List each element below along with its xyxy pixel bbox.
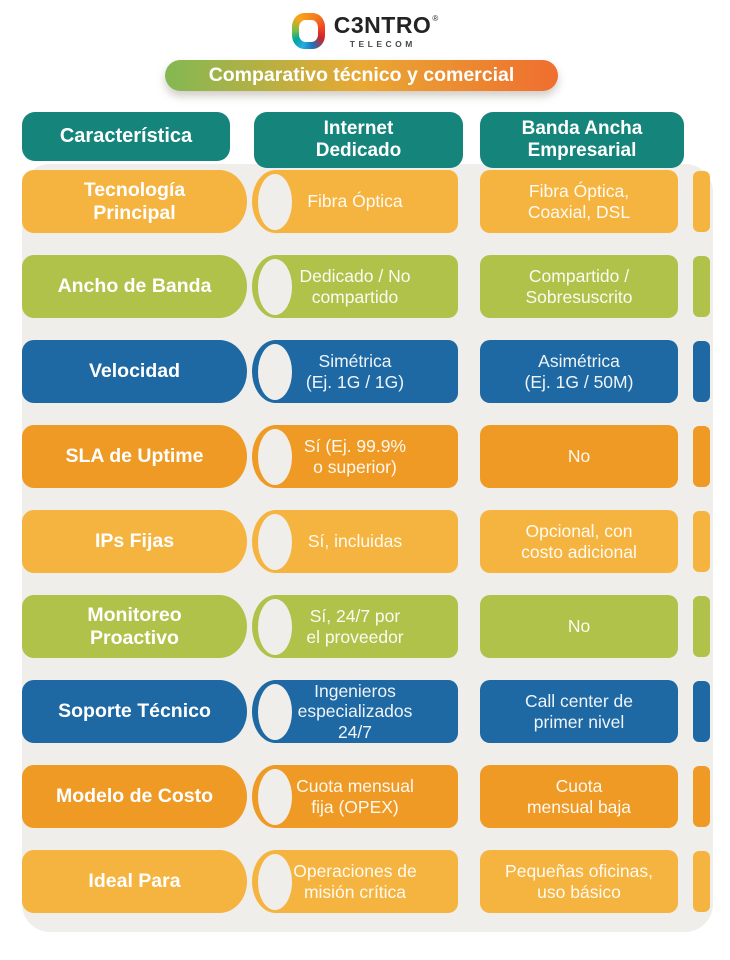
feature-label-pill: Modelo de Costo	[22, 765, 247, 828]
table-row: Ideal Para Operaciones de misión crítica…	[0, 850, 730, 913]
feature-label: SLA de Uptime	[65, 445, 204, 468]
dedicated-value-pill: Fibra Óptica	[252, 170, 458, 233]
brand-logo-icon	[291, 13, 325, 49]
title-banner-label: Comparativo técnico y comercial	[208, 64, 515, 86]
next-column-fragment	[693, 511, 710, 572]
feature-label: IPs Fijas	[94, 530, 175, 553]
broadband-value: Opcional, con costo adicional	[521, 520, 637, 562]
broadband-value-pill: No	[480, 595, 678, 658]
feature-label: Monitoreo Proactivo	[87, 604, 182, 649]
table-row: Ancho de Banda Dedicado / No compartido …	[0, 255, 730, 318]
dedicated-value: Sí, incluidas	[307, 531, 403, 552]
column-header-business-broadband: Banda Ancha Empresarial	[480, 112, 684, 168]
next-column-fragment	[693, 341, 710, 402]
broadband-value-pill: Pequeñas oficinas, uso básico	[480, 850, 678, 913]
broadband-value-pill: No	[480, 425, 678, 488]
table-row: Monitoreo Proactivo Sí, 24/7 por el prov…	[0, 595, 730, 658]
feature-label-pill: IPs Fijas	[22, 510, 247, 573]
feature-label: Modelo de Costo	[55, 785, 214, 808]
broadband-value: Compartido / Sobresuscrito	[525, 265, 633, 307]
next-column-fragment	[693, 171, 710, 232]
broadband-value-pill: Asimétrica (Ej. 1G / 50M)	[480, 340, 678, 403]
broadband-value: Fibra Óptica, Coaxial, DSL	[527, 180, 631, 222]
title-banner: Comparativo técnico y comercial	[165, 60, 558, 91]
dedicated-value-pill: Sí (Ej. 99.9% o superior)	[252, 425, 458, 488]
table-row: Tecnología Principal Fibra Óptica Fibra …	[0, 170, 730, 233]
dedicated-value: Simétrica (Ej. 1G / 1G)	[305, 350, 405, 392]
dedicated-value: Ingenieros especializados 24/7	[297, 680, 413, 742]
column-header-feature: Característica	[22, 112, 230, 161]
feature-label: Ideal Para	[88, 870, 181, 893]
broadband-value: No	[567, 446, 591, 467]
next-column-fragment	[693, 851, 710, 912]
dedicated-value: Sí (Ej. 99.9% o superior)	[303, 435, 407, 477]
dedicated-value: Sí, 24/7 por el proveedor	[306, 605, 404, 647]
broadband-value-pill: Call center de primer nivel	[480, 680, 678, 743]
brand-name: C3NTRO	[333, 11, 432, 38]
feature-label-pill: Velocidad	[22, 340, 247, 403]
next-column-fragment	[693, 256, 710, 317]
next-column-fragment	[693, 596, 710, 657]
column-header-dedicated-internet: Internet Dedicado	[254, 112, 463, 168]
broadband-value: Asimétrica (Ej. 1G / 50M)	[524, 350, 634, 392]
feature-label-pill: Ideal Para	[22, 850, 247, 913]
table-row: IPs Fijas Sí, incluidas Opcional, con co…	[0, 510, 730, 573]
next-column-fragment	[693, 426, 710, 487]
feature-label: Velocidad	[88, 360, 181, 383]
table-row: Soporte Técnico Ingenieros especializado…	[0, 680, 730, 743]
brand-text: C3NTRO® TELECOM	[333, 11, 439, 49]
brand-logo: C3NTRO® TELECOM	[0, 13, 730, 49]
table-row: Modelo de Costo Cuota mensual fija (OPEX…	[0, 765, 730, 828]
feature-label: Soporte Técnico	[58, 700, 211, 723]
dedicated-value-pill: Sí, incluidas	[252, 510, 458, 573]
table-row: SLA de Uptime Sí (Ej. 99.9% o superior) …	[0, 425, 730, 488]
broadband-value-pill: Fibra Óptica, Coaxial, DSL	[480, 170, 678, 233]
feature-label-pill: SLA de Uptime	[22, 425, 247, 488]
feature-label-pill: Soporte Técnico	[22, 680, 247, 743]
feature-label: Tecnología Principal	[83, 179, 186, 224]
broadband-value: No	[567, 616, 591, 637]
table-row: Velocidad Simétrica (Ej. 1G / 1G) Asimét…	[0, 340, 730, 403]
dedicated-value-pill: Ingenieros especializados 24/7	[252, 680, 458, 743]
dedicated-value-pill: Dedicado / No compartido	[252, 255, 458, 318]
broadband-value: Call center de primer nivel	[525, 690, 633, 732]
feature-label: Ancho de Banda	[57, 275, 212, 298]
broadband-value: Cuota mensual baja	[526, 775, 632, 817]
feature-label-pill: Monitoreo Proactivo	[22, 595, 247, 658]
broadband-value-pill: Compartido / Sobresuscrito	[480, 255, 678, 318]
next-column-fragment	[693, 766, 710, 827]
dedicated-value-pill: Simétrica (Ej. 1G / 1G)	[252, 340, 458, 403]
dedicated-value: Cuota mensual fija (OPEX)	[296, 775, 414, 817]
broadband-value: Pequeñas oficinas, uso básico	[505, 860, 653, 902]
broadband-value-pill: Cuota mensual baja	[480, 765, 678, 828]
next-column-fragment	[693, 681, 710, 742]
dedicated-value-pill: Sí, 24/7 por el proveedor	[252, 595, 458, 658]
dedicated-value-pill: Operaciones de misión crítica	[252, 850, 458, 913]
brand-subtitle: TELECOM	[349, 38, 416, 49]
dedicated-value: Operaciones de misión crítica	[293, 860, 417, 902]
feature-label-pill: Tecnología Principal	[22, 170, 247, 233]
registered-mark: ®	[432, 13, 439, 23]
dedicated-value-pill: Cuota mensual fija (OPEX)	[252, 765, 458, 828]
dedicated-value: Dedicado / No compartido	[299, 265, 411, 307]
broadband-value-pill: Opcional, con costo adicional	[480, 510, 678, 573]
dedicated-value: Fibra Óptica	[307, 191, 403, 212]
feature-label-pill: Ancho de Banda	[22, 255, 247, 318]
